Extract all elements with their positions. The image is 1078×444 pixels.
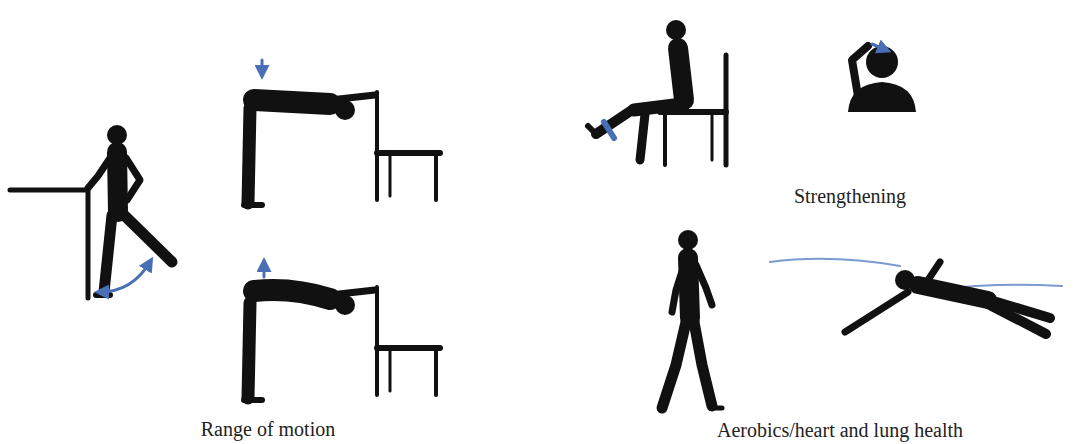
arm <box>330 95 375 100</box>
foot <box>244 397 262 403</box>
caption-label: Strengthening <box>794 184 906 208</box>
leg <box>104 215 112 292</box>
chair-leg <box>389 153 392 196</box>
swimming-figure <box>770 259 1062 334</box>
motion-arrow <box>100 262 150 292</box>
leg <box>694 322 712 406</box>
chair-seat <box>377 345 440 351</box>
torso <box>688 258 690 318</box>
head <box>666 20 686 40</box>
motion-arrow <box>261 60 264 74</box>
head <box>335 100 355 120</box>
chair-leg <box>434 153 438 200</box>
torso <box>254 100 330 104</box>
head <box>866 46 898 78</box>
arm <box>330 290 375 295</box>
thigh <box>634 104 682 110</box>
motion-arrow <box>263 263 266 277</box>
leg <box>988 304 1046 334</box>
chair-stretch-figure <box>244 263 440 400</box>
push-arrow <box>872 44 886 50</box>
leg <box>640 114 645 160</box>
neck-figure <box>848 44 916 112</box>
chair-leg <box>434 348 438 395</box>
arm <box>88 158 110 188</box>
caption-label: Aerobics/heart and lung health <box>717 418 963 442</box>
chair-leg <box>389 348 392 391</box>
leg-swing-figure <box>10 125 172 298</box>
seated-leg-figure <box>588 20 726 165</box>
foot <box>244 202 262 208</box>
table <box>10 190 88 298</box>
foot <box>588 126 596 134</box>
water-line <box>770 259 900 266</box>
chair-seat <box>377 150 440 156</box>
leg <box>248 303 250 398</box>
walking-figure <box>662 230 722 408</box>
arm <box>126 158 140 200</box>
leg <box>124 215 172 262</box>
arm <box>684 55 690 98</box>
caption-label: Range of motion <box>201 417 335 441</box>
chair-back <box>375 92 379 200</box>
arm <box>672 265 684 312</box>
torso <box>117 152 118 212</box>
head <box>678 230 698 250</box>
ankle-weight <box>604 122 614 138</box>
leg <box>248 108 250 203</box>
chair-stretch-figure <box>244 60 440 205</box>
foot <box>712 406 722 411</box>
chair-back <box>375 287 379 395</box>
torso <box>918 285 988 300</box>
head <box>335 295 355 315</box>
arm <box>696 265 712 305</box>
chair-leg <box>663 112 667 165</box>
arm <box>928 262 940 280</box>
chair-leg <box>711 112 714 160</box>
torso <box>254 290 330 299</box>
leg <box>662 322 686 408</box>
arm <box>845 292 908 332</box>
arm <box>852 46 868 96</box>
